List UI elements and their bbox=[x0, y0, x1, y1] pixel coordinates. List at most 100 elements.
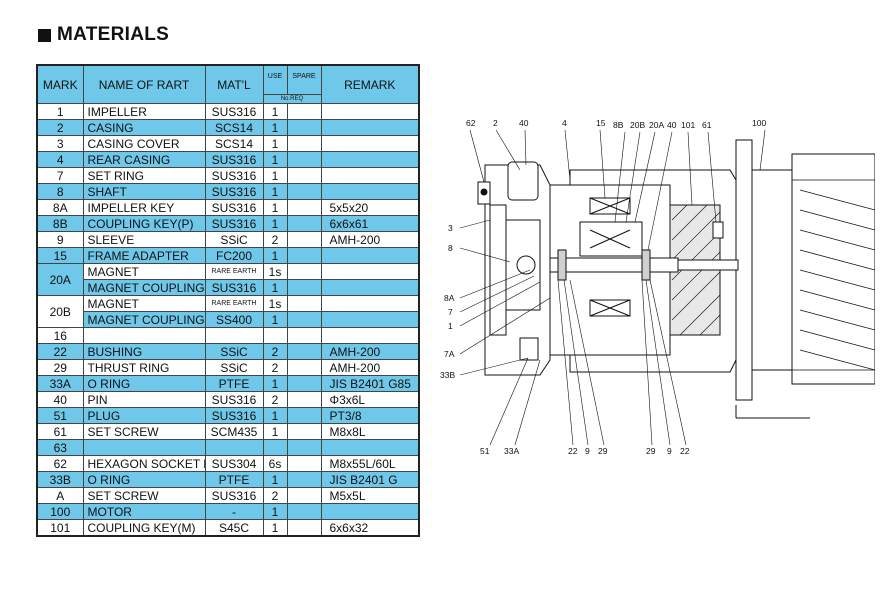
cell-remark: PT3/8 bbox=[320, 407, 420, 424]
set-screw-61 bbox=[712, 221, 724, 239]
header-no-req: No.REQ bbox=[262, 94, 322, 104]
label-8b: 8B bbox=[613, 120, 624, 130]
cell-mark: 22 bbox=[36, 343, 84, 360]
cell-remark: 6x6x32 bbox=[320, 519, 420, 537]
cell-spare bbox=[286, 215, 322, 232]
label-20a: 20A bbox=[649, 120, 664, 130]
cell-mark: 2 bbox=[36, 119, 84, 136]
cell-spare bbox=[286, 487, 322, 504]
cell-use: 1 bbox=[262, 151, 288, 168]
label-8: 8 bbox=[448, 243, 453, 253]
cell-use: 1 bbox=[262, 471, 288, 488]
cell-remark bbox=[320, 119, 420, 136]
motor-body bbox=[791, 153, 875, 385]
cell-spare bbox=[286, 279, 322, 296]
materials-table: MARK NAME OF RART MAT'L USE SPARE REMARK… bbox=[36, 64, 420, 537]
cell-matl: SSiC bbox=[204, 231, 264, 248]
cell-use: 1 bbox=[262, 183, 288, 200]
cell-spare bbox=[286, 375, 322, 392]
plug-51 bbox=[519, 337, 539, 361]
cell-use: 1 bbox=[262, 199, 288, 216]
cell-name: SLEEVE bbox=[82, 231, 206, 248]
label-7a: 7A bbox=[444, 349, 455, 359]
cell-name: SET RING bbox=[82, 167, 206, 184]
bushing-right bbox=[641, 249, 651, 281]
label-9a: 9 bbox=[585, 446, 590, 456]
cell-use: 1 bbox=[262, 503, 288, 520]
table-row: 16 bbox=[36, 327, 420, 344]
cell-use: 1 bbox=[262, 423, 288, 440]
cell-use: 1 bbox=[262, 519, 288, 537]
cell-spare bbox=[286, 183, 322, 200]
cell-matl: SCS14 bbox=[204, 119, 264, 136]
cell-matl: PTFE bbox=[204, 471, 264, 488]
cell-use: 1 bbox=[262, 135, 288, 152]
cell-use: 1 bbox=[262, 103, 288, 120]
cell-spare bbox=[286, 231, 322, 248]
cell-name: SHAFT bbox=[82, 183, 206, 200]
cell-name: COUPLING KEY(M) bbox=[82, 519, 206, 537]
cell-spare bbox=[286, 263, 322, 280]
cell-matl: SUS316 bbox=[204, 407, 264, 424]
cell-name bbox=[82, 327, 206, 344]
cell-mark: 100 bbox=[36, 503, 84, 520]
cell-use: 2 bbox=[262, 231, 288, 248]
label-2: 2 bbox=[493, 118, 498, 128]
cell-matl: SUS316 bbox=[204, 199, 264, 216]
cell-matl: PTFE bbox=[204, 375, 264, 392]
cell-use: 1s bbox=[262, 295, 288, 312]
cell-matl: SUS316 bbox=[204, 103, 264, 120]
label-9b: 9 bbox=[667, 446, 672, 456]
cell-name: HEXAGON SOCKET BOLT bbox=[82, 455, 206, 472]
cell-matl: SS400 bbox=[204, 311, 264, 328]
cell-mark: 33B bbox=[36, 471, 84, 488]
label-22b: 22 bbox=[680, 446, 690, 456]
cell-spare bbox=[286, 519, 322, 537]
cell-mark: 101 bbox=[36, 519, 84, 537]
cell-remark bbox=[320, 151, 420, 168]
cell-name: O RING bbox=[82, 471, 206, 488]
cell-name: COUPLING KEY(P) bbox=[82, 215, 206, 232]
cell-remark: 6x6x61 bbox=[320, 215, 420, 232]
label-100: 100 bbox=[752, 118, 766, 128]
cell-name: IMPELLER KEY bbox=[82, 199, 206, 216]
cell-use: 2 bbox=[262, 391, 288, 408]
label-4: 4 bbox=[562, 118, 567, 128]
label-15: 15 bbox=[596, 118, 606, 128]
cell-use: 1 bbox=[262, 247, 288, 264]
cell-name: O RING bbox=[82, 375, 206, 392]
title-bullet-icon bbox=[38, 28, 51, 42]
frame-hatch bbox=[671, 204, 721, 336]
label-51: 51 bbox=[480, 446, 490, 456]
cell-matl: SUS316 bbox=[204, 279, 264, 296]
cell-matl: SCM435 bbox=[204, 423, 264, 440]
cell-mark: 61 bbox=[36, 423, 84, 440]
cell-remark bbox=[320, 503, 420, 520]
header-mark: MARK bbox=[36, 64, 84, 104]
cell-mark: 1 bbox=[36, 103, 84, 120]
cell-use: 1 bbox=[262, 311, 288, 328]
header-matl: MAT'L bbox=[204, 64, 264, 104]
table-row: 63 bbox=[36, 439, 420, 456]
cell-use: 2 bbox=[262, 343, 288, 360]
cell-mark-merged: 20B bbox=[36, 295, 84, 328]
label-101: 101 bbox=[681, 120, 695, 130]
cell-remark: JIS B2401 G bbox=[320, 471, 420, 488]
cell-spare bbox=[286, 135, 322, 152]
label-29a: 29 bbox=[598, 446, 608, 456]
cell-remark: 5x5x20 bbox=[320, 199, 420, 216]
cell-spare bbox=[286, 391, 322, 408]
cell-use: 1 bbox=[262, 279, 288, 296]
cell-use: 2 bbox=[262, 359, 288, 376]
cell-spare bbox=[286, 439, 322, 456]
cell-remark bbox=[320, 327, 420, 344]
cell-spare bbox=[286, 103, 322, 120]
cell-spare bbox=[286, 119, 322, 136]
